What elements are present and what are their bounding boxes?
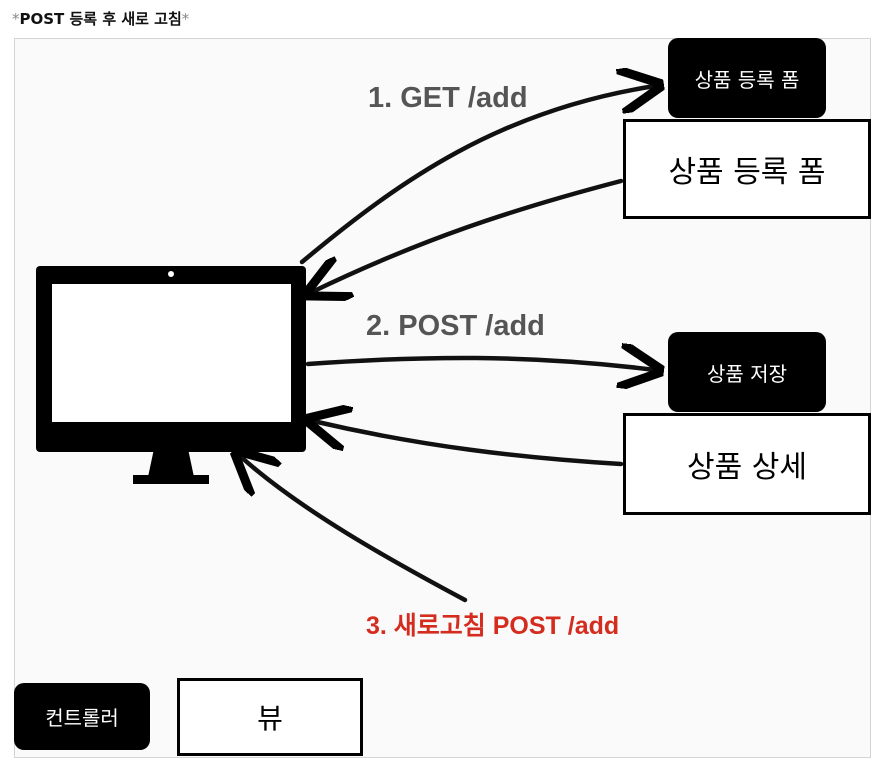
arrow-post-response <box>313 421 624 467</box>
controller-register-form: 상품 등록 폼 <box>668 38 826 118</box>
arrow-refresh-post <box>240 456 468 603</box>
monitor-camera <box>168 271 174 277</box>
controller-save: 상품 저장 <box>668 332 826 412</box>
monitor-stand-foot <box>133 475 209 484</box>
view-detail: 상품 상세 <box>623 413 871 515</box>
diagram-caption: *POST 등록 후 새로 고침* <box>12 8 189 29</box>
caption-text: POST 등록 후 새로 고침 <box>19 10 182 28</box>
caption-star-end: * <box>181 10 190 28</box>
monitor-stand-neck <box>148 451 194 477</box>
step-3-label: 3. 새로고침 POST /add <box>366 612 620 640</box>
legend-controller: 컨트롤러 <box>14 683 150 750</box>
step-2-label: 2. POST /add <box>366 310 545 342</box>
arrow-get-response <box>312 178 624 292</box>
arrow-post-request <box>305 358 655 370</box>
step-1-label: 1. GET /add <box>368 82 528 114</box>
legend-view: 뷰 <box>177 678 363 756</box>
caption-star: * <box>12 10 20 28</box>
arrow-get-request <box>299 86 655 265</box>
client-monitor-icon <box>36 266 306 452</box>
monitor-screen <box>52 284 291 422</box>
view-register-form: 상품 등록 폼 <box>623 119 871 219</box>
